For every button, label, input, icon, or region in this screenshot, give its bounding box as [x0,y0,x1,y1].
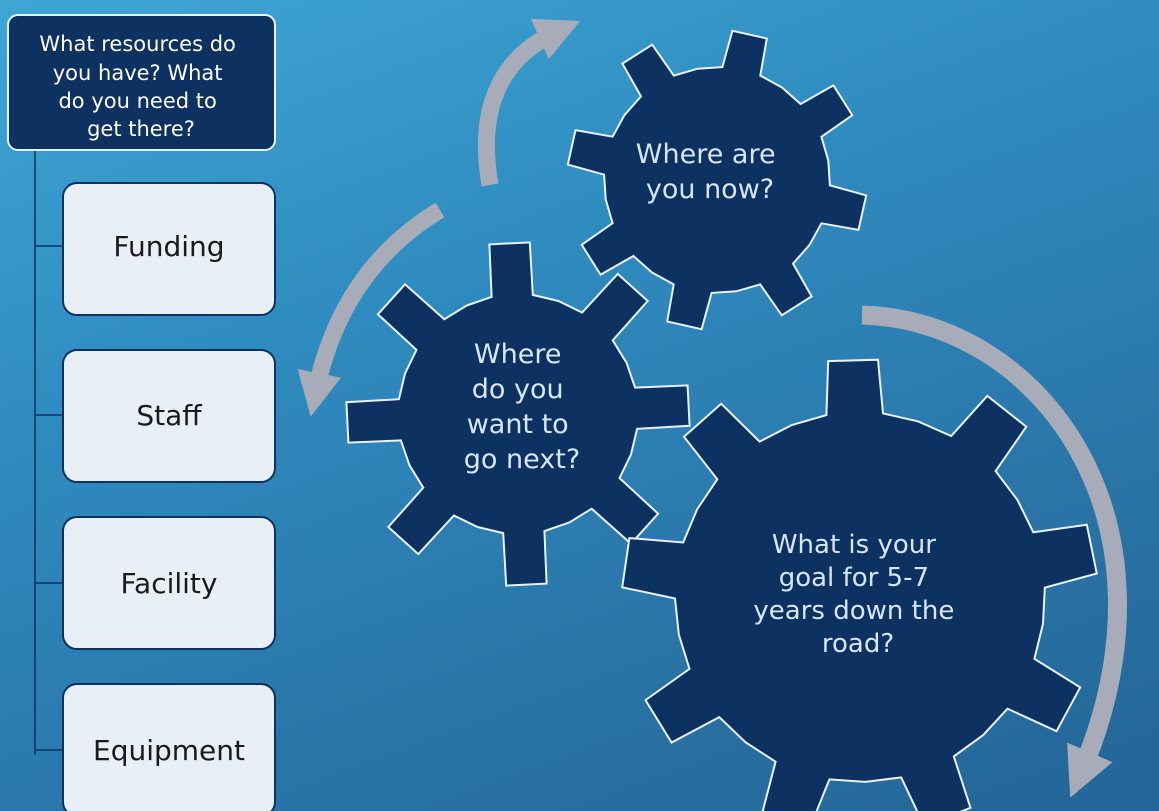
gears: Where are you now? Where do you want to … [345,29,1098,811]
resource-label-facility: Facility [121,567,218,600]
resource-label-equipment: Equipment [93,734,245,767]
resources-header-line: you have? What [53,61,223,85]
gear-goal-line: road? [822,629,894,659]
gear-next: Where do you want to go next? [345,241,691,587]
gear-goal-shape [621,358,1098,811]
resource-box-equipment [62,683,276,811]
arrow-left-down [297,202,445,417]
gear-next-shape [345,241,691,587]
gear-now-shape [566,29,868,331]
arrow-right-down [861,305,1127,798]
gear-next-line: go next? [464,444,580,475]
gear-goal-text: What is your goal for 5-7 years down the… [753,530,962,659]
gear-goal-line: years down the [753,596,954,626]
gear-next-text: Where do you want to go next? [464,339,580,475]
resource-box-funding [62,182,276,316]
gear-next-line: want to [467,409,569,440]
resources-header-line: get there? [87,117,195,141]
gear-goal-line: goal for 5-7 [779,563,929,593]
gear-now-line: Where are [636,139,776,170]
gear-now-text: Where are you now? [636,139,784,205]
gear-goal-line: What is your [772,530,936,560]
arrow-up-right [477,18,581,187]
cycle-arrows [297,18,1127,798]
resource-label-funding: Funding [113,230,224,263]
gear-goal: What is your goal for 5-7 years down the… [621,358,1098,811]
gear-next-line: Where [474,339,562,370]
gear-now: Where are you now? [566,29,868,331]
gear-next-line: do you [472,374,564,405]
resources-header-line: What resources do [39,32,235,56]
resource-label-staff: Staff [136,399,202,432]
resource-box-facility [62,516,276,650]
gear-now-line: you now? [646,174,774,205]
resources-header-text: What resources do you have? What do you … [39,32,242,141]
resources-header-box [7,14,276,151]
resource-box-staff [62,349,276,483]
resources-panel: What resources do you have? What do you … [7,14,276,811]
resources-header-line: do you need to [58,89,216,113]
